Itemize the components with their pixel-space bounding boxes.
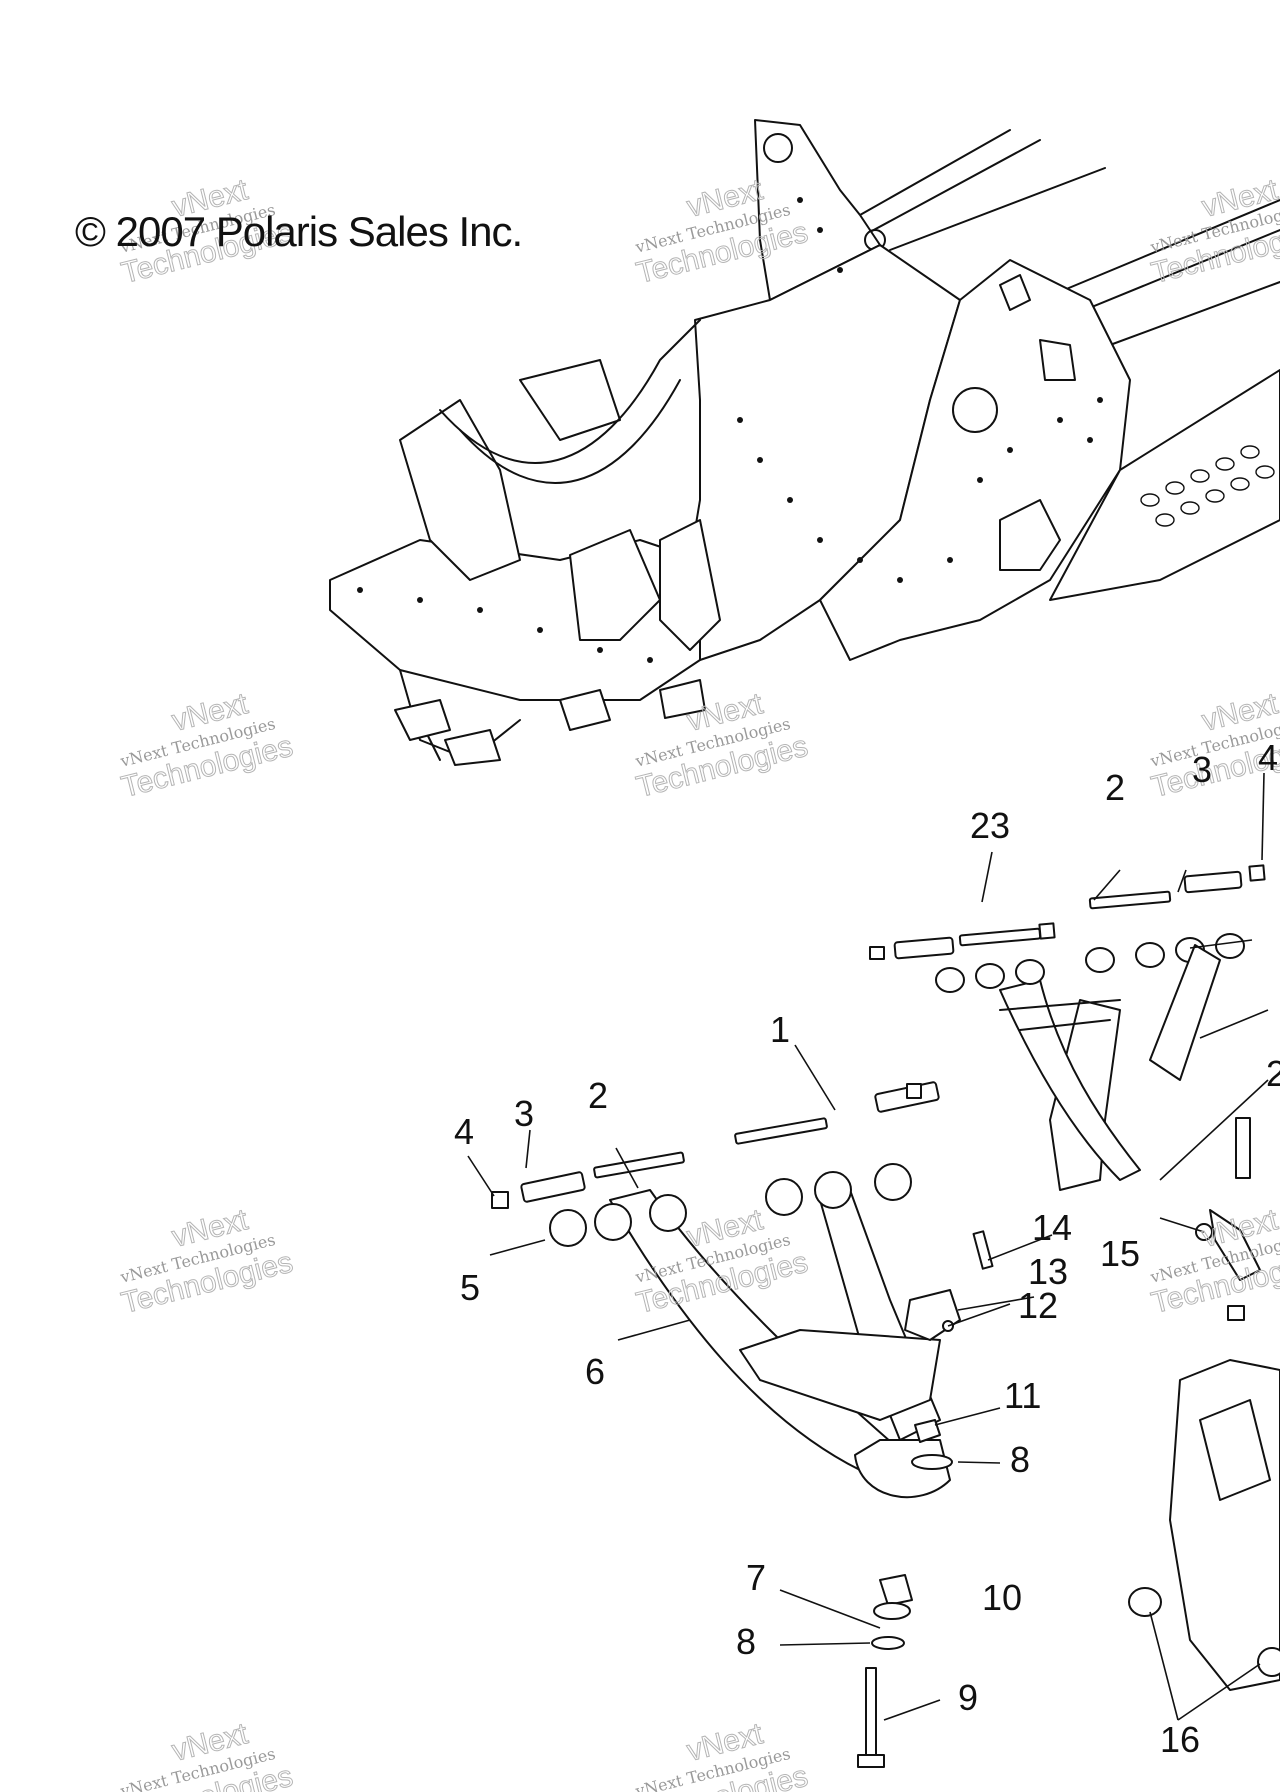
upper-hardware-row [869,864,1266,960]
callout-11: 11 [1004,1375,1041,1416]
lower-a-arm [549,1163,951,1499]
callout-8-upper: 8 [1010,1439,1030,1480]
callout-4-top: 4 [1258,737,1278,778]
callout-2-top: 2 [1105,767,1125,808]
callout-1: 1 [770,1009,790,1050]
callout-10: 10 [982,1577,1022,1618]
callout-3-top: 3 [1192,749,1212,790]
callout-3: 3 [514,1093,534,1134]
callout-15: 15 [1100,1233,1140,1274]
callout-9: 9 [958,1677,978,1718]
callout-labels: 23 2 3 4 1 2 3 4 5 6 14 13 12 15 2 11 8 … [454,737,1280,1760]
callout-12: 12 [1018,1285,1058,1326]
callout-13: 13 [1028,1251,1068,1292]
callout-2: 2 [588,1075,608,1116]
callout-5: 5 [460,1267,480,1308]
callout-4: 4 [454,1111,474,1152]
ball-joint-stack [857,1230,994,1768]
callout-2-right: 2 [1266,1053,1280,1094]
callout-16: 16 [1160,1719,1200,1760]
callout-14: 14 [1032,1207,1072,1248]
copyright-notice: © 2007 Polaris Sales Inc. [75,208,522,255]
lower-hardware-row [491,1081,940,1209]
callout-8-lower: 8 [736,1621,756,1662]
callout-7: 7 [746,1557,766,1598]
callout-23: 23 [970,805,1010,846]
spindle [1128,1117,1280,1691]
upper-a-arm-right [935,933,1245,1191]
chassis-frame [329,119,1280,766]
leader-lines [467,772,1269,1721]
callout-6: 6 [585,1351,605,1392]
